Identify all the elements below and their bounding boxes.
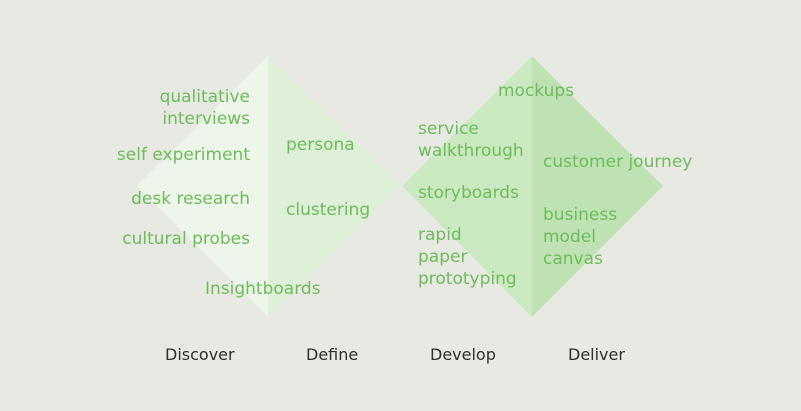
label-self-experiment: self experiment — [116, 145, 250, 165]
label-customer-journey: customer journey — [543, 152, 693, 172]
label-insightboards: Insightboards — [205, 279, 321, 299]
develop-half — [402, 56, 532, 317]
label-qualitative-interviews: qualitative interviews — [159, 87, 250, 129]
phase-deliver: Deliver — [568, 345, 625, 364]
label-clustering: clustering — [286, 200, 371, 220]
phase-define: Define — [306, 345, 359, 364]
define-half — [268, 56, 399, 317]
label-persona: persona — [286, 135, 355, 155]
label-service-walkthrough: service walkthrough — [418, 119, 524, 161]
phase-discover: Discover — [165, 345, 235, 364]
label-business-model-canvas: business model canvas — [543, 205, 618, 269]
label-mockups: mockups — [498, 81, 575, 101]
label-desk-research: desk research — [131, 189, 250, 209]
deliver-half — [532, 56, 663, 317]
discover-half — [137, 56, 268, 317]
label-storyboards: storyboards — [418, 183, 519, 203]
label-rapid-paper-prototyping: rapid paper prototyping — [418, 225, 517, 289]
phase-develop: Develop — [430, 345, 496, 364]
label-cultural-probes: cultural probes — [122, 229, 250, 249]
